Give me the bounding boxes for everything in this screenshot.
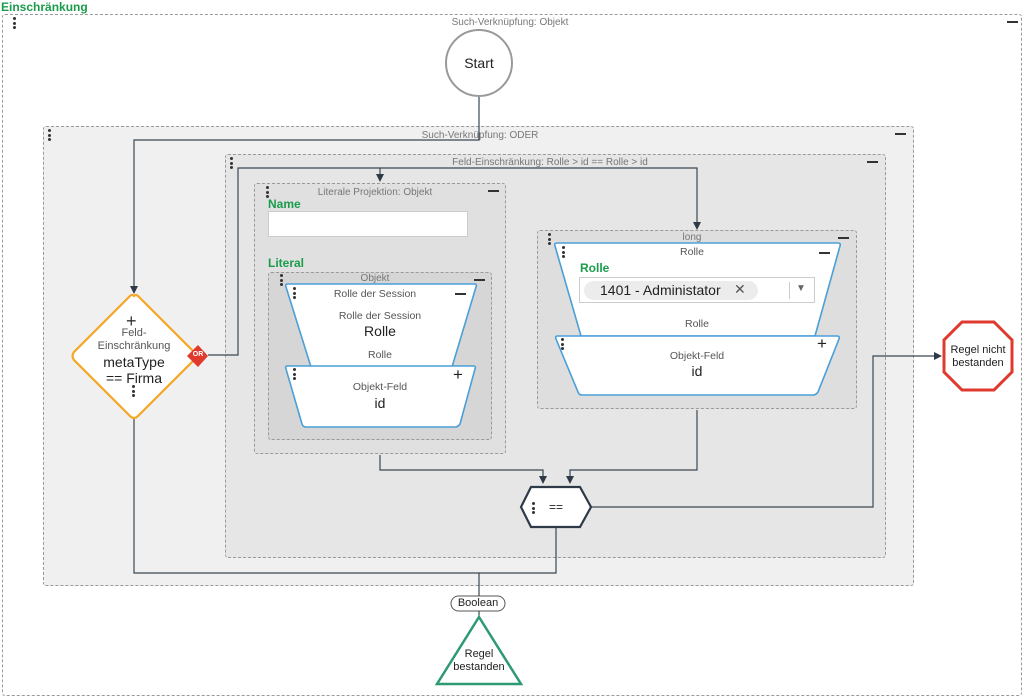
- role-select[interactable]: 1401 - Administator ✕ ▼: [579, 277, 815, 303]
- chip-remove-icon[interactable]: ✕: [734, 281, 746, 297]
- or-group-collapse-icon[interactable]: [895, 133, 906, 135]
- field-constraint-caption: Feld-Einschränkung: Rolle > id == Rolle …: [452, 157, 648, 168]
- edge-diamond-to-boolean: [133, 418, 480, 596]
- session-value: Rolle: [364, 323, 396, 339]
- diamond-menu-icon[interactable]: [132, 385, 135, 399]
- role-header: Rolle: [680, 246, 704, 258]
- literal-connector-label: Rolle: [368, 349, 392, 361]
- long-connector-label: Rolle: [685, 318, 709, 330]
- literal-field-value: id: [374, 395, 386, 411]
- literal-label: Literal: [268, 256, 305, 270]
- outer-search-link-box: [2, 14, 1022, 696]
- field-constraint-collapse-icon[interactable]: [867, 161, 878, 163]
- equals-hexagon: [519, 485, 593, 529]
- long-field-menu-icon[interactable]: [561, 338, 564, 352]
- diamond-value2: == Firma: [105, 370, 162, 386]
- or-group-caption: Such-Verknüpfung: ODER: [421, 130, 539, 141]
- diamond-line1: Feld-: [121, 327, 147, 339]
- equals-label: ==: [548, 500, 563, 514]
- literal-projection-caption: Literale Projektion: Objekt: [317, 187, 433, 198]
- fail-octagon: [942, 320, 1014, 392]
- name-label: Name: [268, 197, 301, 211]
- equals-menu-icon[interactable]: [532, 502, 535, 516]
- session-header: Rolle der Session: [333, 288, 417, 300]
- outer-menu-icon[interactable]: [13, 17, 16, 31]
- objekt-menu-icon[interactable]: [280, 274, 283, 288]
- edge-equals-to-boolean: [479, 528, 557, 574]
- edge-literal-to-equals: [379, 455, 547, 484]
- session-sub: Rolle der Session: [338, 310, 422, 322]
- outer-caption: Such-Verknüpfung: Objekt: [451, 17, 569, 28]
- role-chip-text: 1401 - Administator: [600, 282, 721, 298]
- start-label: Start: [464, 55, 494, 71]
- long-field-value: id: [691, 363, 703, 379]
- objekt-caption: Objekt: [360, 273, 390, 284]
- literal-field-menu-icon[interactable]: [293, 368, 296, 382]
- edge-constraint-to-long: [380, 167, 701, 230]
- fail-line2: bestanden: [952, 357, 1004, 369]
- or-badge-shape: [187, 345, 208, 367]
- boolean-pill: [450, 595, 506, 612]
- role-label: Rolle: [580, 261, 610, 275]
- select-divider: [789, 282, 790, 299]
- outer-collapse-icon[interactable]: [1007, 21, 1018, 23]
- boolean-label: Boolean: [457, 597, 499, 609]
- diamond-line2: Einschränkung: [97, 340, 171, 352]
- pass-triangle: [434, 614, 524, 686]
- page-title: Einschränkung: [1, 0, 88, 14]
- pass-line2: bestanden: [453, 661, 505, 673]
- edge-long-to-equals: [566, 410, 698, 484]
- or-group-menu-icon[interactable]: [48, 129, 51, 143]
- pass-line1: Regel: [464, 648, 494, 660]
- role-menu-icon[interactable]: [562, 246, 565, 260]
- long-collapse-icon[interactable]: [838, 237, 849, 239]
- session-menu-icon[interactable]: [293, 287, 296, 301]
- role-collapse-icon[interactable]: [819, 252, 830, 254]
- literal-field-trapezoid: [284, 365, 477, 428]
- field-constraint-menu-icon[interactable]: [230, 157, 233, 171]
- session-collapse-icon[interactable]: [455, 293, 466, 295]
- fail-line1: Regel nicht: [950, 344, 1006, 356]
- long-menu-icon[interactable]: [548, 233, 551, 247]
- long-caption: long: [682, 232, 702, 243]
- name-input[interactable]: [268, 211, 468, 237]
- edge-start-to-diamond: [130, 97, 480, 294]
- objekt-collapse-icon[interactable]: [474, 279, 485, 281]
- literal-field-add-icon[interactable]: +: [453, 365, 463, 384]
- diamond-shape: [71, 293, 197, 420]
- edge-equals-to-fail: [591, 352, 942, 508]
- long-field-add-icon[interactable]: +: [817, 334, 827, 353]
- edge-or-to-constraint: [208, 167, 384, 356]
- chevron-down-icon[interactable]: ▼: [796, 283, 806, 294]
- diamond-value1: metaType: [103, 354, 165, 370]
- literal-field-sub: Objekt-Feld: [352, 381, 408, 393]
- long-field-sub: Objekt-Feld: [669, 350, 725, 362]
- diamond-add-icon[interactable]: +: [126, 311, 137, 331]
- or-badge-label[interactable]: OR: [192, 351, 204, 358]
- literal-projection-collapse-icon[interactable]: [488, 190, 499, 192]
- start-node: [445, 29, 513, 97]
- role-chip: [584, 281, 758, 300]
- long-field-trapezoid: [554, 335, 841, 396]
- literal-projection-menu-icon[interactable]: [266, 186, 269, 200]
